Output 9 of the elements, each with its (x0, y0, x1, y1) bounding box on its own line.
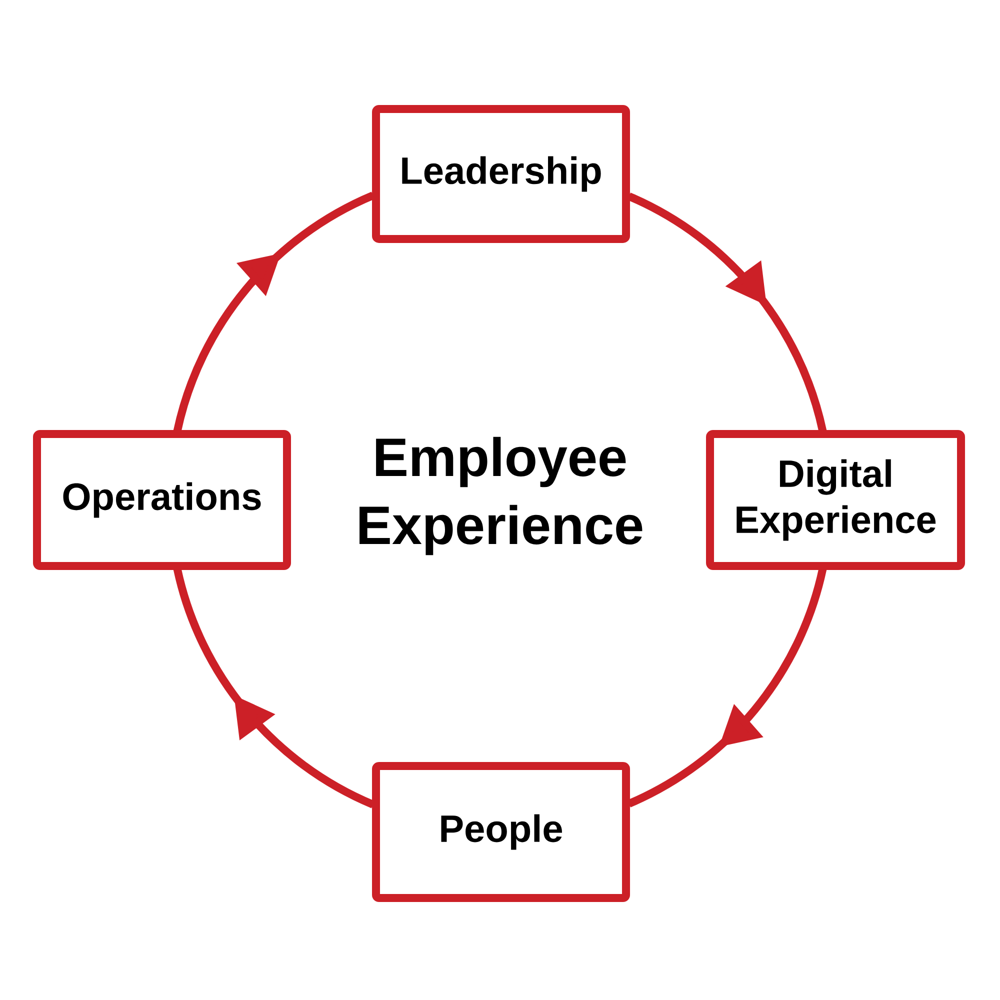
arrow (173, 568, 375, 808)
process-box: People (372, 762, 630, 902)
center-label: Employee Experience (360, 436, 642, 556)
arrow (627, 192, 827, 432)
process-box: Operations (33, 430, 291, 570)
arrow (173, 192, 375, 432)
process-box: Digital Experience (706, 430, 966, 570)
process-box: Leadership (372, 104, 630, 243)
arrow (627, 568, 827, 808)
